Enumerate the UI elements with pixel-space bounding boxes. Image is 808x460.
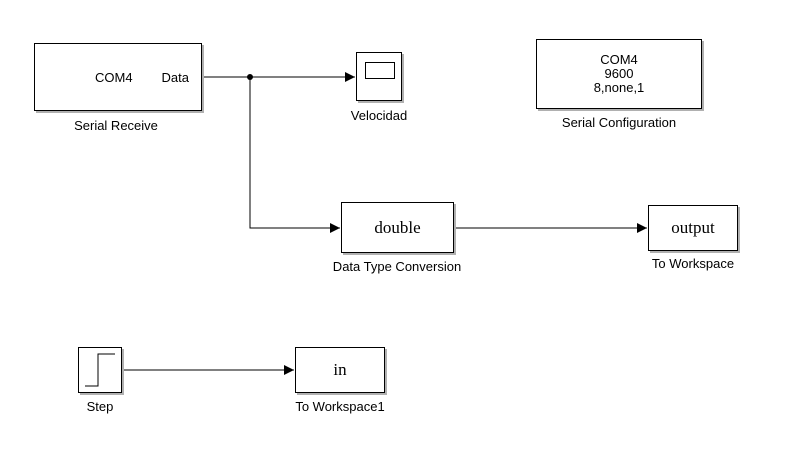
to-workspace-variable: output [671, 218, 715, 237]
to-workspace-label: To Workspace [651, 256, 735, 271]
scope-block[interactable] [356, 52, 402, 101]
serial-receive-port: COM4 [95, 70, 133, 85]
step-label: Step [86, 399, 114, 414]
scope-screen-icon [365, 62, 395, 79]
serial-receive-label: Serial Receive [74, 118, 158, 133]
scope-label: Velocidad [350, 108, 408, 123]
to-workspace-block[interactable]: output [648, 205, 738, 251]
serial-config-port: COM4 [600, 52, 638, 67]
serial-receive-block[interactable]: COM4 Data [34, 43, 202, 111]
signal-line-branch-to-conversion[interactable] [249, 77, 340, 233]
to-workspace1-block[interactable]: in [295, 347, 385, 393]
serial-receive-output-label: Data [161, 70, 189, 85]
to-workspace1-variable: in [333, 360, 347, 379]
serial-configuration-block[interactable]: COM4 9600 8,none,1 [536, 39, 702, 109]
data-type-conversion-block[interactable]: double [341, 202, 454, 253]
step-block[interactable] [78, 347, 122, 393]
serial-configuration-label: Serial Configuration [561, 115, 677, 130]
data-type-conversion-label: Data Type Conversion [332, 259, 462, 274]
step-icon [85, 353, 115, 387]
to-workspace1-label: To Workspace1 [295, 399, 385, 414]
conversion-type-text: double [374, 217, 421, 237]
serial-config-format: 8,none,1 [593, 80, 645, 95]
branch-point [247, 74, 253, 80]
serial-config-baud: 9600 [604, 66, 634, 81]
